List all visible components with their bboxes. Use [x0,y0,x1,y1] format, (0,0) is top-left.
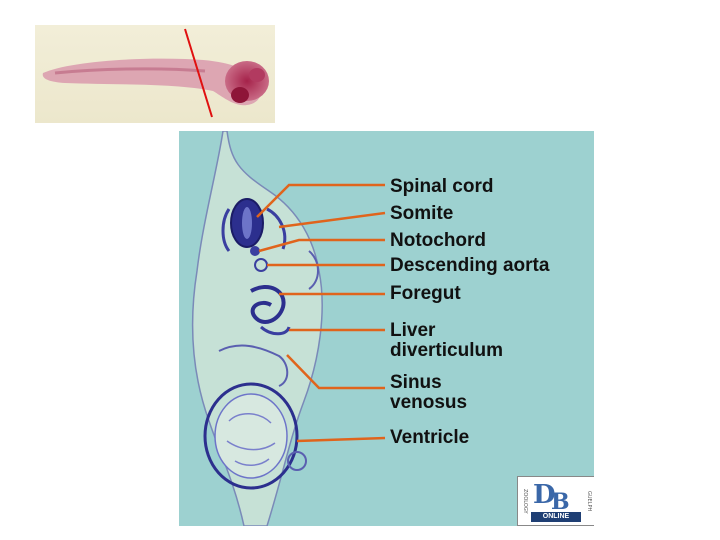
embryo-whole-mount-image [35,25,275,123]
tissue-section-drawing [191,131,323,526]
logo-left-text: ZOOLOGY [522,488,528,514]
label-sinus-venosus: Sinus venosus [390,372,468,413]
logo-online-bar: ONLINE [531,512,581,522]
label-liver-diverticulum: Liver diverticulum [390,320,503,361]
label-somite: Somite [390,203,454,224]
db-online-logo: ZOOLOGY D B ONLINE GUELPH [517,476,594,526]
label-ventricle: Ventricle [390,427,470,448]
leader-lines [256,183,386,443]
section-plane-line [184,28,213,118]
logo-letter-b: B [551,489,570,515]
logo-right-text: GUELPH [586,490,592,512]
label-foregut: Foregut [390,283,461,304]
section-micrograph-panel: Spinal cord Somite Notochord Descending … [179,131,594,526]
label-notochord: Notochord [390,230,487,251]
logo-letter-d: D [533,480,556,510]
label-spinal-cord: Spinal cord [390,176,494,197]
label-descending-aorta: Descending aorta [390,255,550,276]
